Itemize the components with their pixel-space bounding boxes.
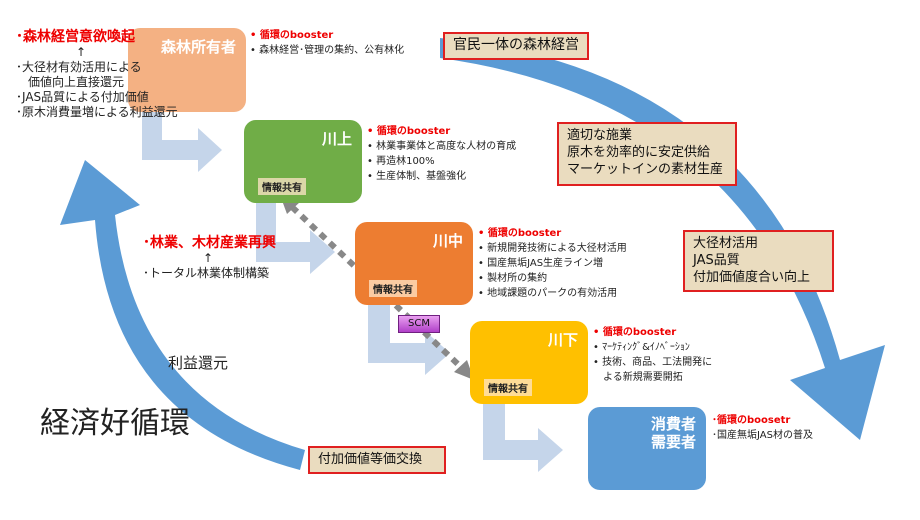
callout-line: JAS品質 [693, 253, 740, 268]
info-share-label: 情報共有 [369, 280, 417, 297]
benefit-item: ･大径材有効活用による [16, 60, 142, 74]
owner-motivation-text: 森林経営意欲喚起 [23, 29, 135, 45]
downstream-box: 川下 情報共有 [470, 321, 588, 404]
exchange-callout: 付加価値等価交換 [308, 446, 446, 474]
booster-heading: • 循環のbooster [593, 327, 677, 338]
supply-callout: 適切な施業 原木を効率的に安定供給 マーケットインの素材生産 [557, 122, 737, 186]
note-item: • 森林経営･管理の集約、公有林化 [250, 45, 405, 56]
callout-line: 付加価値度合い向上 [693, 270, 811, 285]
note-item: • 新規開発技術による大径材活用 [478, 243, 627, 254]
value-callout: 大径材活用 JAS品質 付加価値度合い向上 [683, 230, 834, 292]
industry-revival: ･林業、木材産業再興 ↑ ･トータル林業体制構築 [143, 236, 276, 281]
benefit-item: ･原木消費量増による利益還元 [16, 105, 178, 119]
booster-heading: • 循環のbooster [367, 126, 451, 137]
midstream-box: 川中 情報共有 [355, 222, 473, 305]
downstream-label: 川下 [547, 331, 578, 349]
owner-notes: • 循環のbooster • 森林経営･管理の集約、公有林化 [250, 28, 404, 58]
benefit-item: 価値向上直接還元 [16, 75, 125, 89]
flow-arrow-midstream [368, 305, 450, 375]
note-item: • 地域課題のパークの有効活用 [478, 288, 618, 299]
cycle-arrow-right [440, 38, 885, 440]
info-share-label: 情報共有 [484, 379, 532, 396]
note-item: • 林業事業体と高度な人材の育成 [367, 141, 517, 152]
flow-arrow-owner [142, 112, 222, 172]
callout-line: 大径材活用 [693, 236, 759, 251]
callout-line: 原木を効率的に安定供給 [567, 145, 711, 160]
upstream-label: 川上 [321, 130, 352, 148]
note-item: • ﾏｰｹﾃｨﾝｸﾞ&ｲﾉﾍﾞｰｼｮﾝ [593, 342, 690, 353]
booster-heading: ･循環のboosetr [712, 415, 791, 426]
scm-badge: SCM [398, 315, 440, 333]
owner-motivation-heading: ･森林経営意欲喚起 [16, 29, 135, 45]
midstream-notes: • 循環のbooster • 新規開発技術による大径材活用 • 国産無垢JAS生… [478, 226, 627, 301]
note-item: • 技術、商品、工法開発に [593, 357, 713, 368]
midstream-label: 川中 [432, 232, 463, 250]
industry-revival-heading: ･林業、木材産業再興 [143, 235, 276, 251]
booster-heading: • 循環のbooster [478, 228, 562, 239]
callout-line: マーケットインの素材生産 [567, 162, 724, 177]
upstream-notes: • 循環のbooster • 林業事業体と高度な人材の育成 • 再造林100% … [367, 124, 516, 184]
consumer-box: 消費者 需要者 [588, 407, 706, 490]
flow-arrows [142, 112, 563, 472]
note-item: • 再造林100% [367, 156, 435, 167]
note-item: • 製材所の集約 [478, 273, 548, 284]
industry-revival-text: 林業、木材産業再興 [150, 235, 276, 251]
upstream-box: 川上 情報共有 [244, 120, 362, 203]
flow-arrow-downstream [483, 404, 563, 472]
note-item: よる新規需要開拓 [593, 372, 683, 383]
info-share-label: 情報共有 [258, 178, 306, 195]
revival-item: ･トータル林業体制構築 [143, 266, 270, 280]
up-arrow: ↑ [203, 251, 214, 265]
public-private-callout: 官民一体の森林経営 [443, 32, 589, 60]
note-item: • 国産無垢JAS生産ライン増 [478, 258, 604, 269]
forest-owner-label: 森林所有者 [160, 38, 236, 56]
note-item: ･国産無垢JAS材の普及 [712, 430, 813, 441]
demander-label: 需要者 [650, 433, 696, 451]
callout-line: 適切な施業 [567, 128, 633, 143]
downstream-notes: • 循環のbooster • ﾏｰｹﾃｨﾝｸﾞ&ｲﾉﾍﾞｰｼｮﾝ • 技術、商品… [593, 325, 712, 385]
profit-return-label: 利益還元 [168, 354, 229, 372]
owner-benefits: ･森林経営意欲喚起 ↑ ･大径材有効活用による 価値向上直接還元 ･JAS品質に… [16, 30, 178, 120]
consumer-label: 消費者 [650, 415, 696, 433]
up-arrow: ↑ [76, 45, 87, 59]
note-item: • 生産体制、基盤強化 [367, 171, 467, 182]
consumer-notes: ･循環のboosetr ･国産無垢JAS材の普及 [712, 413, 813, 443]
cycle-arrow-left [60, 160, 305, 470]
cycle-title: 経済好循環 [40, 406, 190, 441]
benefit-item: ･JAS品質による付加価値 [16, 90, 149, 104]
forest-owner-box: 森林所有者 [128, 28, 246, 112]
flow-arrow-upstream [256, 203, 335, 274]
booster-heading: • 循環のbooster [250, 30, 334, 41]
